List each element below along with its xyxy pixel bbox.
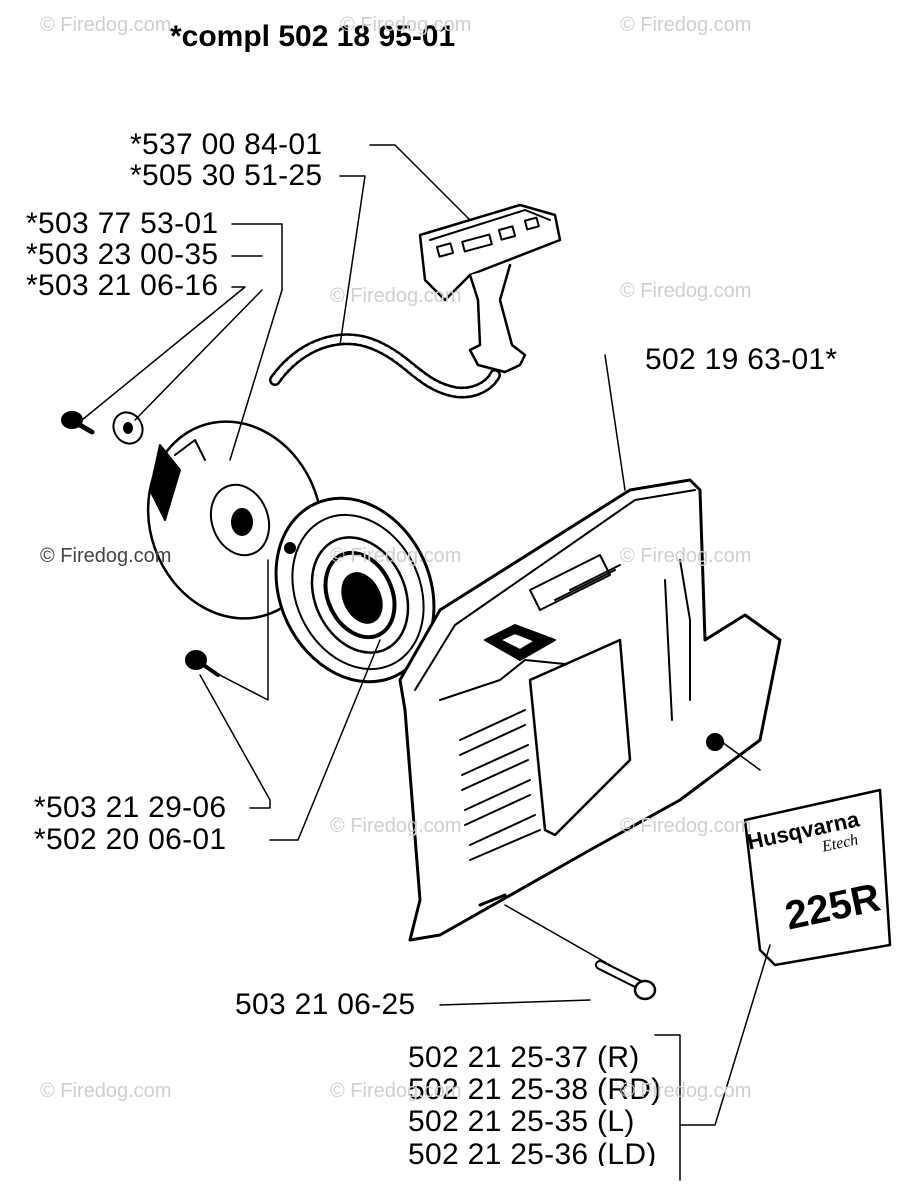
decal-drawing: [743, 788, 892, 967]
starter-rope-drawing: [269, 333, 501, 399]
part-label-cover: 502 19 63-01*: [645, 343, 838, 376]
watermark: © Firedog.com: [330, 815, 462, 837]
part-label-rope: *505 30 51-25: [130, 159, 323, 192]
watermark: © Firedog.com: [340, 14, 472, 36]
part-label-decal-r: 502 21 25-37 (R): [408, 1041, 640, 1074]
part-label-screw-small: *503 21 29-06: [34, 791, 227, 824]
watermark: © Firedog.com: [330, 545, 462, 567]
part-label-handle: *537 00 84-01: [130, 128, 323, 161]
part-label-screw-top: *503 77 53-01: [26, 207, 219, 240]
screw-top-drawing: [61, 411, 95, 435]
cropped-label-row: 502 21 25-36 (LD): [400, 1140, 700, 1166]
part-label-spring-cassette: *502 20 06-01: [34, 823, 227, 856]
part-label-decal-l: 502 21 25-35 (L): [408, 1105, 635, 1138]
assembly-title: *compl 502 18 95-01: [170, 20, 456, 53]
part-label-cover-screw: 503 21 06-25: [235, 988, 416, 1021]
watermark: © Firedog.com: [620, 14, 752, 36]
starter-cover-drawing: [398, 478, 782, 942]
watermark: © Firedog.com: [40, 1080, 172, 1102]
watermark: © Firedog.com: [40, 545, 172, 567]
cover-screw-drawing: [595, 960, 657, 1001]
watermark: © Firedog.com: [620, 280, 752, 302]
watermark: © Firedog.com: [620, 815, 752, 837]
part-label-decal-rd: 502 21 25-38 (RD): [408, 1073, 662, 1106]
watermark: © Firedog.com: [330, 1080, 462, 1102]
part-label-spring-screw: *503 21 06-16: [26, 269, 219, 302]
part-label-washer: *503 23 00-35: [26, 238, 219, 271]
watermark: © Firedog.com: [40, 14, 172, 36]
starter-handle-drawing: [418, 203, 562, 374]
watermark: © Firedog.com: [330, 285, 462, 307]
part-label-decal-ld: 502 21 25-36 (LD): [408, 1140, 657, 1166]
spring-cassette-drawing: [274, 496, 436, 684]
watermark: © Firedog.com: [620, 1080, 752, 1102]
leader-lines: [81, 144, 771, 1181]
watermark: © Firedog.com: [620, 545, 752, 567]
